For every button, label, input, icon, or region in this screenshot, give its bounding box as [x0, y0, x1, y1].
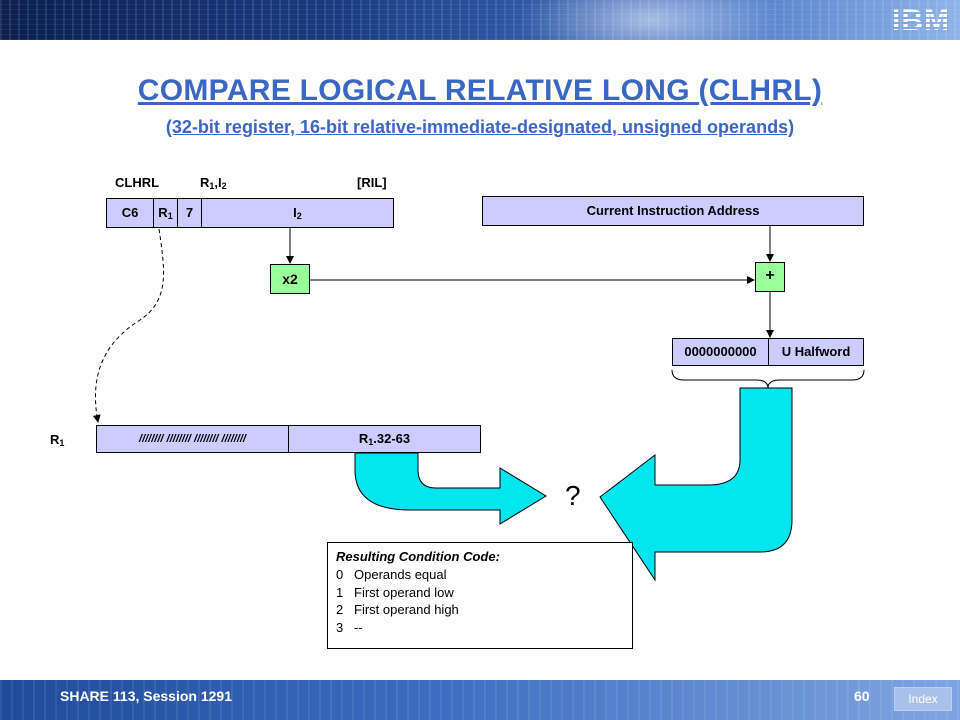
ibm-logo: IBM: [892, 4, 950, 37]
i2-field-sub: 2: [296, 211, 302, 221]
register-low-half: R1.32-63: [289, 426, 480, 452]
page-number: 60: [854, 688, 870, 704]
r1-field-sub: 1: [167, 211, 173, 221]
register-label-sub: 1: [59, 438, 65, 448]
condition-code-text: First operand high: [354, 602, 459, 617]
zero-extension-field: 0000000000: [673, 339, 769, 365]
register-low-suffix: .32-63: [373, 431, 411, 446]
first-operand-flow-arrow: [354, 452, 547, 525]
register-low-base: R: [358, 431, 369, 446]
condition-code-row: 2 First operand high: [336, 601, 624, 619]
condition-code-row: 1 First operand low: [336, 584, 624, 602]
page-title: COMPARE LOGICAL RELATIVE LONG (CLHRL): [137, 74, 823, 107]
operands-sub2: 2: [221, 181, 227, 191]
condition-code-row: 0 Operands equal: [336, 566, 624, 584]
footer-session-label: SHARE 113, Session 1291: [60, 688, 232, 704]
condition-code-value: 3: [336, 619, 344, 635]
r1-field: R1: [154, 199, 178, 227]
multiply-by-two-block: x2: [270, 264, 310, 294]
adder-block: +: [755, 262, 785, 292]
register-high-half: //////// //////// //////// ////////: [97, 426, 289, 452]
footer-banner: [0, 680, 960, 720]
header-banner: [0, 0, 960, 40]
instruction-format-box: C6 R1 7 I2: [106, 198, 394, 228]
operands-sub1: 1: [209, 181, 215, 191]
i2-field: I2: [202, 199, 393, 227]
second-operand-box: 0000000000 U Halfword: [672, 338, 864, 366]
condition-code-value: 2: [336, 602, 344, 617]
register-r1-box: //////// //////// //////// //////// R1.3…: [96, 425, 481, 453]
i2-field-base: I: [293, 205, 297, 220]
operand-brace: [671, 369, 865, 389]
condition-code-box: Resulting Condition Code: 0 Operands equa…: [327, 542, 633, 649]
register-label: R1: [50, 432, 65, 448]
r1-designation-dashed-arrow: [92, 228, 165, 423]
operands-label: R1,I2: [200, 175, 227, 191]
mnemonic-label: CLHRL: [115, 175, 160, 190]
register-low-sub: 1: [368, 437, 374, 447]
extension-field: 7: [178, 199, 202, 227]
condition-code-title: Resulting Condition Code:: [336, 549, 500, 564]
operands-base: R: [200, 175, 210, 190]
page-subtitle: (32-bit register, 16-bit relative-immedi…: [165, 117, 795, 137]
r1-field-base: R: [158, 205, 168, 220]
condition-code-value: 0: [336, 567, 344, 582]
unsigned-halfword-field: U Halfword: [781, 344, 851, 359]
register-label-base: R: [50, 432, 60, 447]
second-operand-flow-arrow: [599, 387, 793, 582]
condition-code-text: First operand low: [354, 584, 454, 600]
condition-code-text: --: [354, 619, 363, 635]
operands-sep: ,I: [214, 175, 222, 190]
format-label: [RIL]: [357, 175, 387, 190]
condition-code-row: 3 --: [336, 619, 624, 637]
compare-symbol: ?: [565, 480, 581, 511]
index-button[interactable]: Index: [894, 687, 952, 711]
condition-code-value: 1: [336, 584, 344, 600]
condition-code-text: Operands equal: [354, 567, 447, 582]
current-instruction-address-box: Current Instruction Address: [482, 196, 864, 226]
opcode-field: C6: [107, 199, 154, 227]
